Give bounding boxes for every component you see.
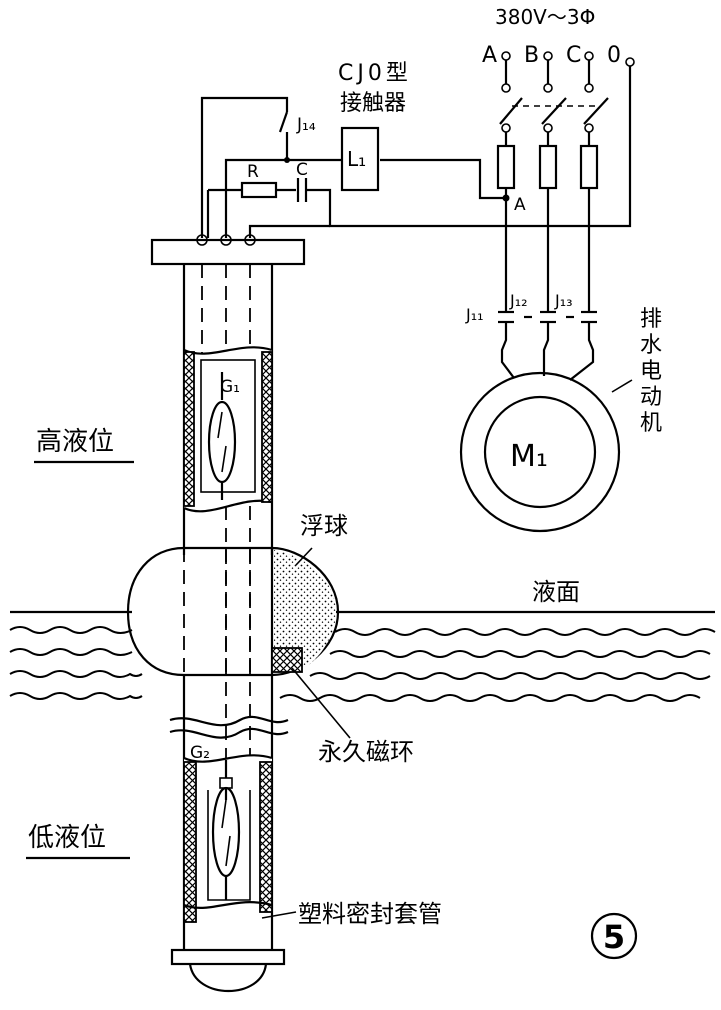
coil-wire	[380, 158, 506, 200]
motor-contacts	[498, 300, 597, 381]
capacitor-label: C	[296, 160, 308, 180]
contactor-name: 接触器	[340, 91, 406, 116]
flange-terminals	[196, 234, 256, 246]
tube-break	[169, 715, 289, 739]
float-ball	[126, 546, 340, 677]
phase-b-label: B	[524, 43, 539, 68]
liquid-body	[9, 610, 716, 702]
main-switch	[499, 97, 609, 133]
bottom-seal	[170, 901, 286, 993]
low-level-label: 低液位	[28, 823, 106, 853]
motor-name: 排 水 电 动 机	[640, 307, 662, 436]
relay-contact-j14: J₁₄	[296, 115, 316, 135]
contactor-model: CJ0型	[338, 61, 412, 86]
magnet-ring-label: 永久磁环	[318, 738, 414, 766]
fuses	[496, 132, 599, 300]
supply-voltage-label: 380V～3Φ	[495, 5, 595, 29]
control-wiring	[200, 96, 342, 238]
neutral-wire	[328, 66, 632, 228]
high-level-label: 高液位	[36, 427, 114, 457]
drain-motor	[459, 371, 633, 533]
motor-name-char-5: 机	[640, 411, 662, 436]
motor-name-char-3: 电	[640, 359, 662, 384]
motor-label: M₁	[510, 439, 548, 474]
phase-c-label: C	[566, 43, 581, 68]
low-reed-window	[183, 754, 273, 924]
node-a-label: A	[514, 195, 526, 215]
top-flange	[150, 238, 306, 266]
sleeve-label: 塑料密封套管	[298, 900, 442, 928]
reed-g1-label: G₁	[220, 377, 240, 397]
figure-number: 5	[603, 918, 625, 956]
resistor-label: R	[247, 162, 259, 182]
neutral-label: 0	[607, 43, 621, 68]
contactor-coil-label: L₁	[347, 147, 366, 171]
phase-a-label: A	[482, 43, 497, 68]
figure-number-circle	[590, 912, 638, 960]
reed-g2-label: G₂	[190, 743, 210, 763]
contact-j13: J₁₃	[554, 291, 573, 310]
liquid-surface-label: 液面	[532, 578, 580, 606]
motor-name-char-4: 动	[640, 385, 662, 410]
motor-name-char-1: 排	[640, 307, 662, 332]
contact-j12: J₁₂	[509, 291, 528, 310]
magnet-ring-leader	[291, 667, 351, 739]
motor-name-char-2: 水	[640, 333, 662, 358]
contact-j11: J₁₁	[465, 305, 484, 324]
sleeve-leader	[261, 911, 297, 919]
float-label: 浮球	[300, 512, 348, 540]
high-reed-window	[183, 346, 273, 513]
